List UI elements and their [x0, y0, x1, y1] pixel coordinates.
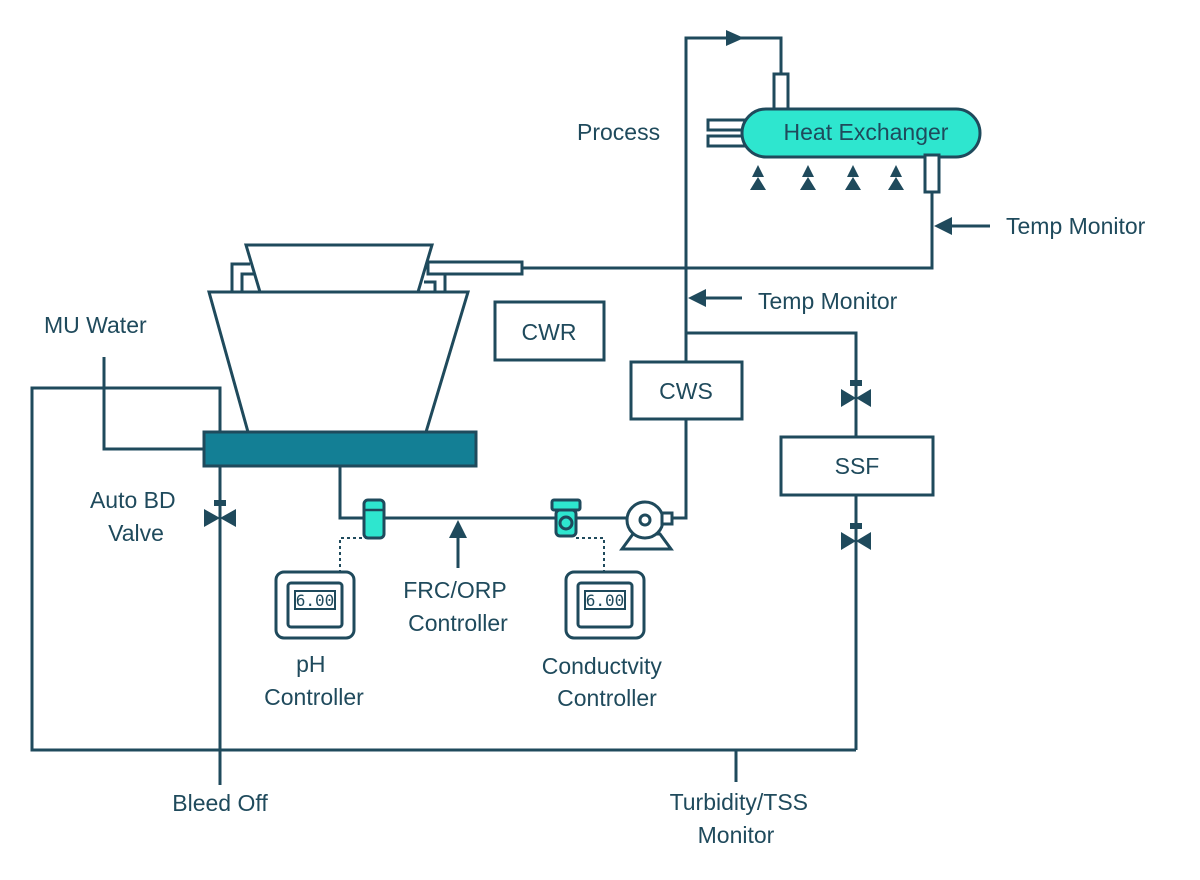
ssf-inlet-valve: [841, 380, 871, 407]
pump-discharge: [660, 511, 674, 526]
hx-outlet-nozzle: [923, 153, 941, 194]
ssf-outlet-valve: [841, 523, 871, 550]
piping: [30, 36, 934, 785]
cwr-label: CWR: [522, 319, 577, 345]
tower-basin: [202, 430, 478, 468]
heat-exchanger: Heat Exchanger: [706, 72, 982, 194]
auto-bd-valve-line-2: Valve: [108, 520, 164, 546]
auto-bd-valve-line-1: Auto BD: [90, 487, 176, 513]
heat-exchanger-label: Heat Exchanger: [784, 119, 949, 145]
basin-outlet-pipe: [338, 466, 628, 520]
pointer-arrow-icon: [934, 217, 952, 235]
ssf-label: SSF: [835, 453, 880, 479]
ph-reading: 6.00: [296, 591, 335, 610]
drain-valve-icon: [750, 165, 766, 190]
tower-inlet-header: [426, 260, 524, 276]
tower-fan-deck: [243, 243, 435, 294]
sidestream-branch-pipe: [686, 331, 858, 437]
tower-distribution-pipe-left: [230, 262, 250, 292]
ph-signal-line: [339, 537, 368, 572]
tower-distribution-pipe-right-inner: [424, 280, 437, 292]
tower-distribution-pipe-left-inner: [240, 272, 254, 292]
process-label: Process: [577, 119, 660, 145]
frc-orp-controller-label: FRC/ORP Controller: [403, 577, 512, 636]
ph-controller: 6.00: [274, 570, 356, 640]
makeup-water-pipe: [102, 357, 204, 451]
drain-valve-icon: [888, 165, 904, 190]
ph-controller-label: pH Controller: [264, 651, 364, 710]
turbidity-monitor-line-1: Turbidity/TSS: [670, 789, 808, 815]
cwr-box: CWR: [493, 300, 606, 362]
conductivity-controller-line-2: Controller: [557, 685, 657, 711]
conductivity-reading: 6.00: [586, 591, 625, 610]
hx-drain-valves: [750, 165, 904, 190]
hx-shell: [740, 107, 982, 159]
temp-monitor-upper-label: Temp Monitor: [1006, 213, 1146, 239]
flow-arrow-icon: [726, 30, 744, 46]
drain-valve-icon: [845, 165, 861, 190]
mu-water-label: MU Water: [44, 312, 147, 338]
cws-box: CWS: [629, 360, 744, 421]
turbidity-monitor-label: Turbidity/TSS Monitor: [670, 789, 815, 848]
temp-monitor-lower-label: Temp Monitor: [758, 288, 898, 314]
bottom-loop-pipe: [30, 386, 856, 752]
pointer-arrow-icon: [449, 520, 467, 538]
conductivity-sensor: [550, 498, 582, 538]
ph-sensor: [362, 498, 386, 540]
pump-base: [619, 532, 674, 551]
cws-label: CWS: [659, 378, 713, 404]
frc-orp-controller-line-2: Controller: [408, 610, 508, 636]
turbidity-monitor-line-2: Monitor: [698, 822, 775, 848]
hx-return-pipe: [522, 192, 934, 270]
bleed-off-label: Bleed Off: [172, 790, 268, 816]
hx-inlet-nozzle: [772, 72, 790, 112]
drain-valve-icon: [800, 165, 816, 190]
frc-orp-controller-line-1: FRC/ORP: [403, 577, 506, 603]
ssf-box: SSF: [779, 435, 935, 497]
conductivity-controller: 6.00: [564, 570, 646, 640]
supply-riser-pipe: [670, 36, 783, 520]
conductivity-signal-line: [576, 537, 605, 572]
ph-controller-line-1: pH: [296, 651, 325, 677]
ph-controller-line-2: Controller: [264, 684, 364, 710]
auto-bd-valve: [204, 500, 236, 527]
cooling-tower: [202, 243, 524, 468]
pump-impeller: [638, 513, 652, 527]
pointer-arrow-icon: [688, 289, 706, 307]
conductivity-controller-label: Conductvity Controller: [542, 653, 669, 711]
circulation-pump: [619, 500, 674, 551]
auto-bd-valve-label: Auto BD Valve: [90, 487, 182, 546]
tower-body: [207, 290, 471, 434]
conductivity-controller-line-1: Conductvity: [542, 653, 663, 679]
